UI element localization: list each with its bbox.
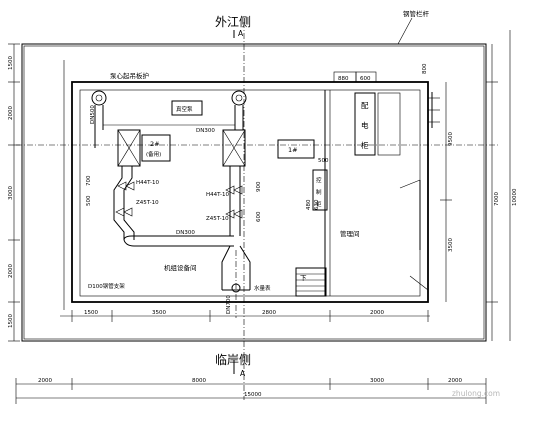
vacuum-pump-label: 真空泵 (176, 105, 193, 113)
suction-head-right (231, 90, 247, 106)
svg-text:600: 600 (360, 76, 371, 82)
valve-right-1 (225, 185, 243, 195)
svg-text:3500: 3500 (152, 310, 166, 316)
suction-head-left (91, 90, 107, 106)
svg-text:600: 600 (256, 211, 262, 222)
pump-2-spare-label: (备用) (146, 150, 161, 158)
dist-label-2: 电 (361, 120, 369, 130)
valve-left-1 (117, 181, 135, 191)
dist-label-3: 柜 (361, 140, 369, 150)
control-label-3: 柜 (316, 200, 322, 208)
svg-text:480: 480 (306, 199, 312, 210)
svg-text:880: 880 (338, 76, 349, 82)
svg-text:DN700: DN700 (226, 295, 232, 314)
svg-text:2000: 2000 (38, 378, 52, 384)
svg-text:3500: 3500 (448, 238, 454, 252)
building-outline (71, 81, 429, 303)
svg-text:2000: 2000 (8, 264, 14, 278)
svg-text:1500: 1500 (8, 314, 14, 328)
dn300-top-label: DN300 (196, 128, 215, 134)
outer-boundary (21, 43, 487, 342)
distribution-cabinet (354, 92, 376, 156)
stairs (295, 267, 327, 297)
valve-h44t-right: H44T-10 (206, 192, 229, 198)
svg-text:800: 800 (422, 63, 428, 74)
svg-text:10000: 10000 (512, 188, 518, 206)
pump-1-motor (277, 139, 315, 159)
unit-room-label: 机组设备间 (164, 263, 197, 272)
svg-text:3000: 3000 (370, 378, 384, 384)
valve-z45t-left: Z45T-10 (136, 200, 159, 206)
svg-text:2800: 2800 (262, 310, 276, 316)
outer-river-side-label: 外江侧 (215, 15, 251, 29)
svg-text:1500: 1500 (8, 56, 14, 70)
management-room-label: 管理间 (340, 229, 360, 238)
svg-text:1500: 1500 (84, 310, 98, 316)
svg-text:2000: 2000 (370, 310, 384, 316)
outlet-flange (231, 283, 241, 293)
shore-side-label: 临岸侧 (215, 353, 251, 367)
svg-text:630: 630 (314, 199, 320, 210)
pump-lifting-guard-label: 泵心起吊板护 (110, 71, 149, 80)
pump-2-motor (141, 134, 171, 162)
svg-text:DN500: DN500 (90, 105, 96, 124)
svg-text:900: 900 (256, 181, 262, 192)
svg-text:500: 500 (318, 158, 329, 164)
svg-text:7000: 7000 (494, 192, 500, 206)
outer-boundary-inner (23, 45, 485, 340)
control-label-2: 制 (316, 188, 322, 196)
valve-z45t-right: Z45T-10 (206, 216, 229, 222)
water-meter-label: 水量表 (254, 284, 271, 292)
svg-text:9500: 9500 (448, 132, 454, 146)
svg-text:700: 700 (86, 175, 92, 186)
valve-h44t-left: H44T-10 (136, 180, 159, 186)
pump-1-label: 1# (288, 146, 298, 154)
control-label-1: 控 (316, 176, 322, 184)
control-cabinet (312, 169, 328, 211)
steel-railing-label: 钢管栏杆 (403, 9, 430, 18)
pump-2-label: 2# (150, 140, 160, 148)
dn300-label: DN300 (176, 230, 195, 236)
svg-text:8000: 8000 (192, 378, 206, 384)
svg-text:3000: 3000 (8, 186, 14, 200)
dist-label-1: 配 (361, 101, 369, 110)
pipe-support-label: D100钢管支架 (88, 282, 125, 290)
pump-1-body (222, 129, 246, 167)
svg-text:15000: 15000 (244, 392, 262, 398)
svg-text:500: 500 (86, 195, 92, 206)
svg-text:2000: 2000 (8, 106, 14, 120)
valve-left-2 (115, 207, 133, 217)
watermark: zhulong.com (452, 389, 500, 398)
stairs-label: 下 (300, 274, 307, 282)
vacuum-pump (171, 100, 203, 116)
valve-right-2 (225, 209, 243, 219)
pump-2-body (117, 129, 141, 167)
svg-text:2000: 2000 (448, 378, 462, 384)
section-mark-top: A (238, 29, 244, 38)
section-mark-bottom: A (240, 369, 246, 378)
